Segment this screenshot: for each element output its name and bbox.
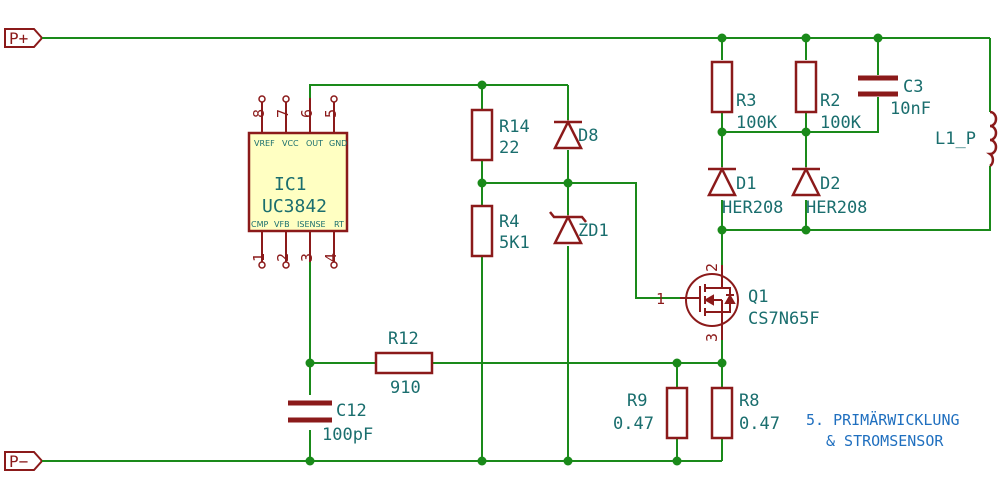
port-p-plus-label: P+ bbox=[9, 29, 28, 48]
ic1-pin-1-num: 1 bbox=[250, 253, 268, 262]
ic1-pin-vref-name: VREF bbox=[254, 139, 275, 148]
zd1-ref: ZD1 bbox=[578, 221, 609, 241]
r2-value: 100K bbox=[820, 113, 862, 133]
note-line-2: & STROMSENSOR bbox=[826, 432, 944, 450]
r3-ref: R3 bbox=[736, 91, 756, 111]
ic1-pin-vfb-name: VFB bbox=[274, 220, 290, 229]
r9-ref: R9 bbox=[627, 391, 647, 411]
c3-value: 10nF bbox=[890, 99, 931, 119]
resistor-r3: R3 100K bbox=[710, 60, 778, 133]
r12-ref: R12 bbox=[388, 329, 419, 349]
diode-d1: D1 HER208 bbox=[706, 166, 783, 218]
capacitor-c3: C3 10nF bbox=[858, 75, 931, 119]
c3-ref: C3 bbox=[903, 77, 923, 97]
q1-value: CS7N65F bbox=[748, 309, 820, 329]
r9-value: 0.47 bbox=[613, 414, 654, 434]
ic1-pin-vcc-name: VCC bbox=[282, 139, 299, 148]
mosfet-q1: 1 2 3 Q1 CS7N65F bbox=[656, 263, 820, 342]
inductor-l1p: L1_P bbox=[935, 110, 998, 168]
ic1-bottom-pins: 1 2 3 4 bbox=[250, 231, 340, 269]
ic1-pin-3-num: 3 bbox=[298, 253, 316, 262]
r4-value: 5K1 bbox=[499, 233, 530, 253]
ic1-pin-4-num: 4 bbox=[322, 253, 340, 262]
ic1-pin-rt-name: RT bbox=[334, 220, 344, 229]
ic1-pin-5-num: 5 bbox=[322, 109, 340, 118]
resistor-r14: R14 22 bbox=[470, 108, 530, 162]
d8-ref: D8 bbox=[578, 126, 598, 146]
r14-value: 22 bbox=[499, 138, 519, 158]
ic1-pin-out-name: OUT bbox=[306, 139, 323, 148]
ic1-pin-cmp-name: CMP bbox=[251, 220, 268, 229]
resistor-r8: R8 0.47 bbox=[710, 386, 780, 440]
r8-ref: R8 bbox=[739, 391, 759, 411]
d2-ref: D2 bbox=[820, 174, 840, 194]
note-line-1: 5. PRIMÄRWICKLUNG bbox=[806, 410, 960, 429]
q1-pin-drain: 2 bbox=[703, 263, 721, 272]
r14-ref: R14 bbox=[499, 117, 530, 137]
d2-value: HER208 bbox=[806, 198, 867, 218]
section-note: 5. PRIMÄRWICKLUNG & STROMSENSOR bbox=[806, 410, 960, 450]
diode-d2: D2 HER208 bbox=[790, 166, 867, 218]
c12-value: 100pF bbox=[322, 425, 373, 445]
ic1: 8 7 6 5 1 2 3 4 VREF VCC OUT GND CMP VFB… bbox=[247, 95, 349, 269]
zener-zd1: ZD1 bbox=[549, 211, 609, 245]
ic1-body bbox=[247, 131, 349, 233]
l1p-ref: L1_P bbox=[935, 129, 976, 149]
ic1-pin-7-num: 7 bbox=[274, 109, 292, 118]
q1-pin-source: 3 bbox=[703, 333, 721, 342]
r3-value: 100K bbox=[736, 113, 778, 133]
ic1-top-pins: 8 7 6 5 bbox=[250, 95, 340, 133]
resistor-r4: R4 5K1 bbox=[470, 204, 530, 258]
ic1-pin-6-num: 6 bbox=[298, 109, 316, 118]
port-p-minus: P− bbox=[4, 451, 44, 471]
r2-ref: R2 bbox=[820, 91, 840, 111]
resistor-r2: R2 100K bbox=[794, 60, 862, 133]
ic1-pin-8-num: 8 bbox=[250, 109, 268, 118]
capacitor-c12: C12 100pF bbox=[288, 400, 373, 445]
resistor-r9: R9 0.47 bbox=[613, 386, 689, 440]
port-p-plus: P+ bbox=[4, 28, 44, 48]
ic1-pin-gnd-name: GND bbox=[329, 139, 347, 148]
junctions bbox=[305, 33, 883, 466]
resistor-r12: R12 910 bbox=[374, 329, 434, 398]
d1-ref: D1 bbox=[736, 174, 756, 194]
ic1-ref: IC1 bbox=[274, 174, 307, 195]
r12-value: 910 bbox=[390, 378, 421, 398]
port-p-minus-label: P− bbox=[9, 452, 28, 471]
c12-ref: C12 bbox=[336, 401, 367, 421]
q1-ref: Q1 bbox=[748, 287, 768, 307]
q1-pin-gate: 1 bbox=[656, 290, 665, 308]
ic1-pin-2-num: 2 bbox=[274, 253, 292, 262]
r8-value: 0.47 bbox=[739, 414, 780, 434]
diode-d8: D8 bbox=[552, 119, 598, 150]
ic1-value: UC3842 bbox=[262, 196, 327, 217]
d1-value: HER208 bbox=[722, 198, 783, 218]
ic1-pin-isense-name: ISENSE bbox=[297, 220, 326, 229]
r4-ref: R4 bbox=[499, 212, 519, 232]
